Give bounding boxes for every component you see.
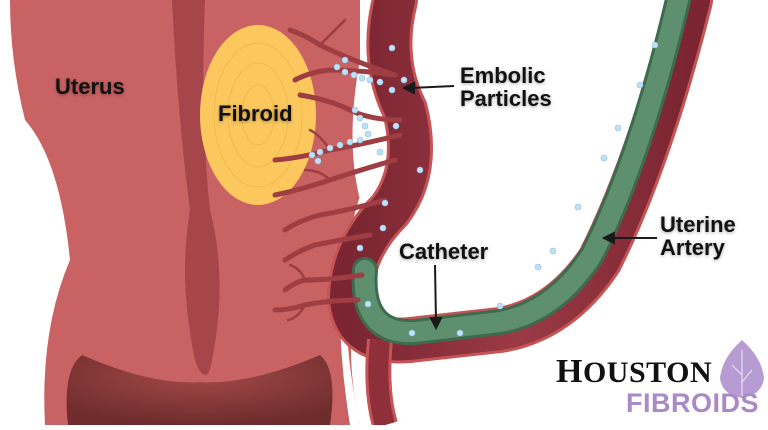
leader-arrows [401,81,657,331]
label-embolic-line2: Particles [460,86,552,112]
logo-houston: HOUSTON [556,353,713,390]
label-catheter: Catheter [399,239,489,264]
label-uterine-artery: Uterine Artery [660,213,736,259]
label-uterine-line2: Artery [660,235,725,261]
logo-fibroids: FIBROIDS [626,388,760,418]
embolic-particles [308,41,659,337]
uterine-canal [172,0,220,375]
label-embolic-particles: Embolic Particles [460,64,552,110]
label-fibroid: Fibroid [218,101,293,126]
leaf-icon [720,340,764,398]
label-uterus: Uterus [55,74,125,99]
label-uterine-line1: Uterine [660,212,736,237]
label-embolic-line1: Embolic [460,63,546,88]
logo-houston-rest: OUSTON [582,356,713,389]
uterine-cavity [66,355,333,425]
